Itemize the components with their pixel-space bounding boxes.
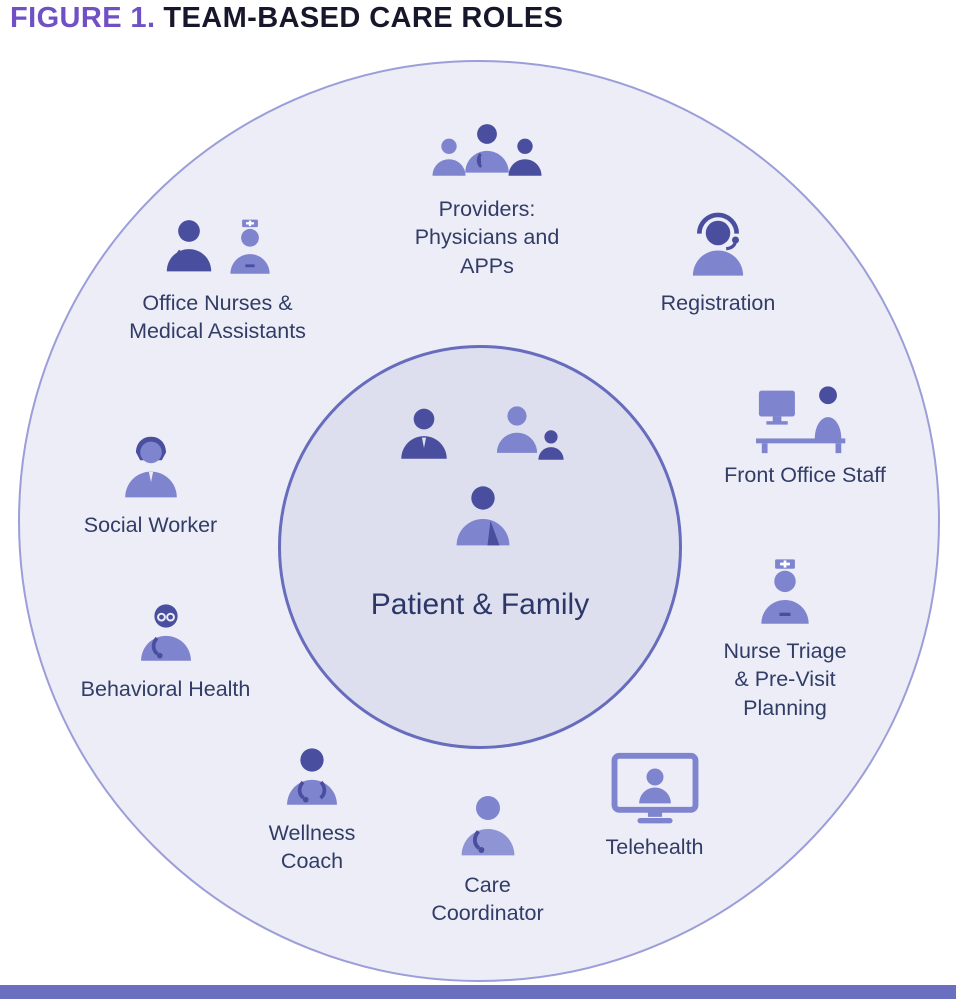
role-label: Registration xyxy=(660,291,776,315)
role-care-coordinator: Care Coordinator xyxy=(405,788,570,928)
role-telehealth: Telehealth xyxy=(572,752,737,861)
role-label: Nurse Triage & Pre-Visit Planning xyxy=(723,639,847,720)
role-registration: Registration xyxy=(628,212,808,317)
headset-agent-icon xyxy=(692,212,744,276)
patient-family-circle: Patient & Family xyxy=(278,345,682,749)
role-label: Office Nurses & Medical Assistants xyxy=(129,291,306,344)
woman-and-child-icon xyxy=(496,406,538,453)
role-front-office: Front Office Staff xyxy=(705,382,905,489)
role-providers: Providers: Physicians and APPs xyxy=(377,110,597,280)
child-icon xyxy=(538,430,564,460)
man-icon xyxy=(401,408,447,459)
person-icon xyxy=(456,486,510,546)
role-nurse-triage: Nurse Triage & Pre-Visit Planning xyxy=(690,558,880,722)
telehealth-monitor-icon xyxy=(611,752,698,824)
figure-title-text: TEAM-BASED CARE ROLES xyxy=(163,2,564,34)
clinician-icon xyxy=(140,604,191,661)
clinician-icon xyxy=(287,748,337,805)
role-label: Wellness Coach xyxy=(268,821,356,874)
figure-title: FIGURE 1.TEAM-BASED CARE ROLES xyxy=(10,2,563,35)
bottom-accent-bar xyxy=(0,985,956,999)
clinician-icon xyxy=(461,796,514,856)
role-label: Telehealth xyxy=(605,835,704,859)
providers-group-icon xyxy=(432,110,542,188)
role-wellness-coach: Wellness Coach xyxy=(232,742,392,876)
person-at-computer-icon xyxy=(756,386,846,454)
role-social-worker: Social Worker xyxy=(58,432,243,539)
nurse-and-assistant-icon xyxy=(158,210,278,282)
role-label: Behavioral Health xyxy=(80,677,251,701)
nurse-icon xyxy=(761,559,809,624)
figure-number: FIGURE 1. xyxy=(10,2,156,34)
person-icon xyxy=(124,436,177,498)
role-label: Providers: Physicians and APPs xyxy=(414,197,560,278)
role-label: Care Coordinator xyxy=(431,873,544,926)
role-behavioral-health: Behavioral Health xyxy=(68,598,263,703)
patient-family-label: Patient & Family xyxy=(370,588,590,621)
role-label: Social Worker xyxy=(83,513,218,537)
role-office-nurses: Office Nurses & Medical Assistants xyxy=(105,210,330,346)
role-label: Front Office Staff xyxy=(724,463,886,487)
